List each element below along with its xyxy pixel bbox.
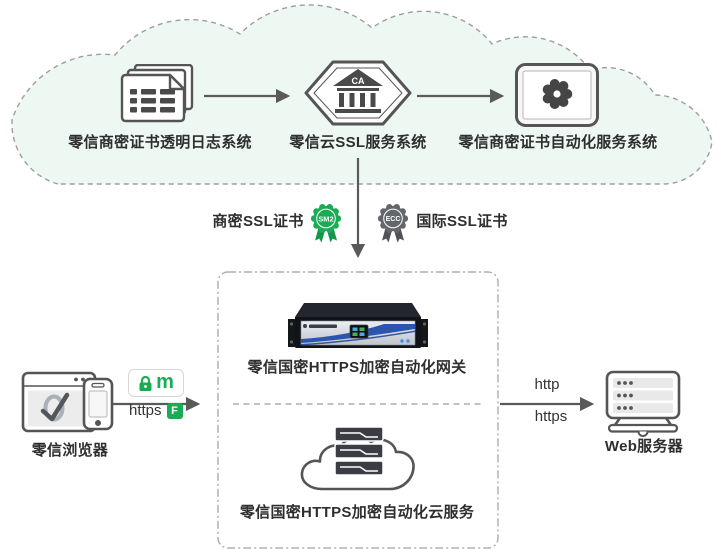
ecc-medal-icon: ECC xyxy=(376,203,410,244)
client-https-label: https xyxy=(129,402,162,419)
server-https-label: https xyxy=(534,408,568,425)
ca-hexagon-bank-icon: CA xyxy=(302,58,414,128)
browser-brand-letter: m xyxy=(156,370,174,393)
node-label-automation: 零信商密证书自动化服务系统 xyxy=(458,134,658,151)
rack-appliance-image xyxy=(288,297,428,355)
padlock-icon xyxy=(139,375,152,391)
node-label-cloud-ssl: 零信云SSL服务系统 xyxy=(289,134,427,151)
web-server-label: Web服务器 xyxy=(604,438,684,455)
sm2-medal-icon: SM2 xyxy=(309,203,343,244)
browser-with-phone-icon xyxy=(20,366,120,438)
ecc-badge-text: ECC xyxy=(386,216,401,223)
node-label-transparency-log: 零信商密证书透明日志系统 xyxy=(68,134,252,151)
intl-cert-label: 国际SSL证书 xyxy=(416,213,508,230)
gateway-label: 零信国密HTTPS加密自动化网关 xyxy=(247,359,467,376)
sm-cert-label: 商密SSL证书 xyxy=(212,213,304,230)
documents-stack-icon xyxy=(118,63,200,126)
client-https-group: https F xyxy=(129,402,183,419)
cloud-service-label: 零信国密HTTPS加密自动化云服务 xyxy=(239,504,475,521)
check-icon xyxy=(40,392,70,422)
cloud-servers-icon xyxy=(296,423,420,497)
f-grade-badge: F xyxy=(166,402,183,419)
ca-text: CA xyxy=(352,76,365,86)
browser-label: 零信浏览器 xyxy=(31,442,109,459)
web-server-icon xyxy=(602,370,684,438)
gear-screen-icon xyxy=(515,63,599,127)
http-label: http xyxy=(534,376,560,393)
sm2-badge-text: SM2 xyxy=(318,214,333,223)
secure-address-badge: m xyxy=(128,369,184,397)
